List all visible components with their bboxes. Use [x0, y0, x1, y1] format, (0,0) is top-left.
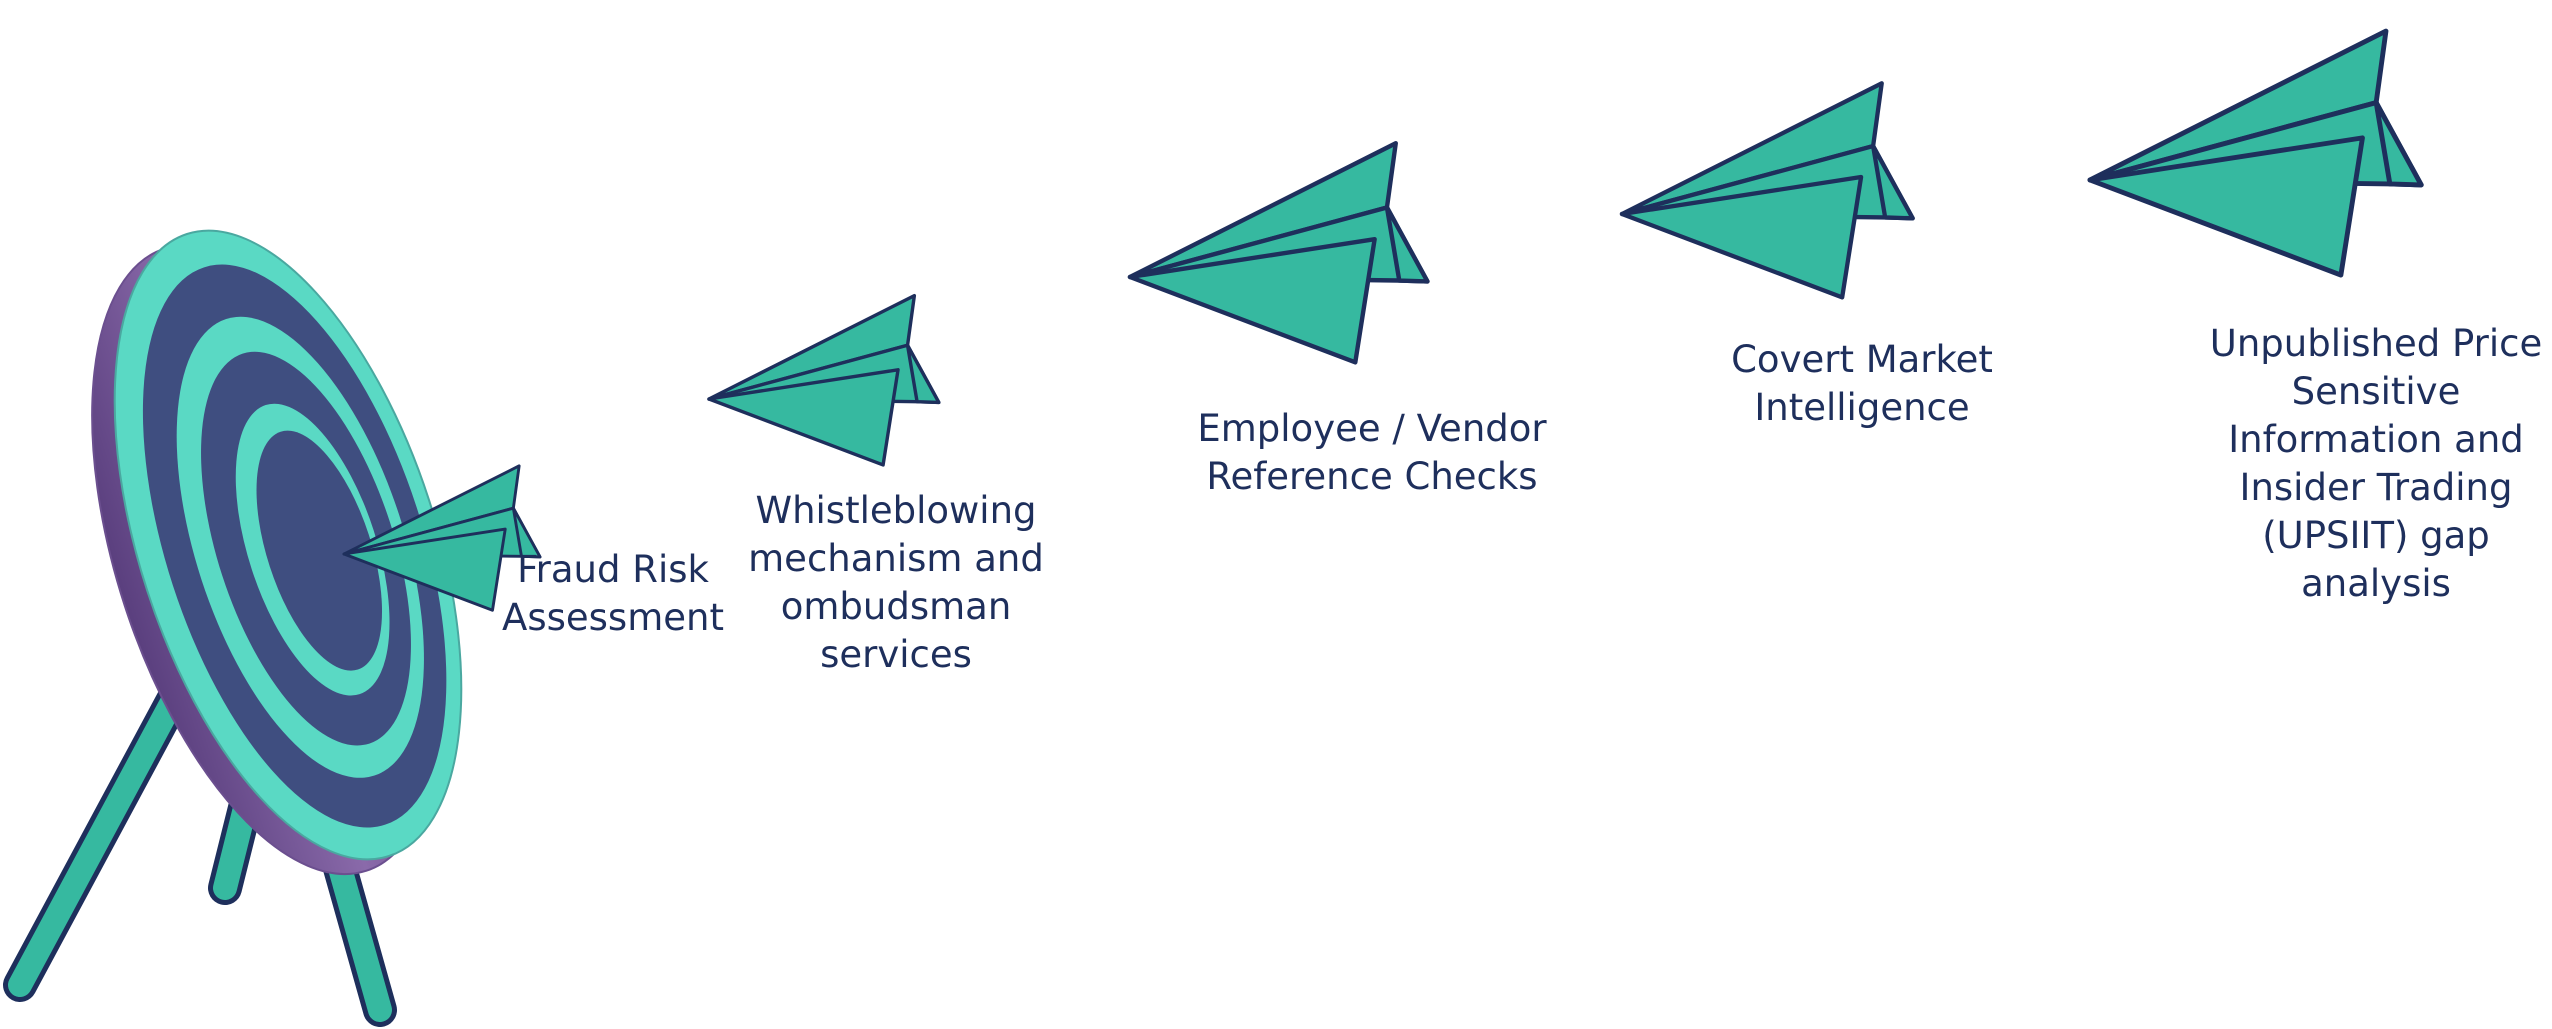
- paper-plane-icon: [707, 293, 941, 467]
- step-label-fraud-risk-assessment: Fraud Risk Assessment: [502, 548, 724, 639]
- paper-plane-icon: [2087, 28, 2424, 278]
- target-ring-6: [256, 430, 383, 671]
- step-label-upsiit-gap-analysis: Unpublished Price Sensitive Information …: [2209, 322, 2543, 605]
- paper-plane-icon: [342, 464, 542, 612]
- paper-plane-icon: [1619, 81, 1915, 300]
- step-label-reference-checks: Employee / Vendor Reference Checks: [1197, 407, 1547, 498]
- step-label-whistleblowing: Whistleblowing mechanism and ombudsman s…: [748, 489, 1044, 676]
- archery-target-icon: [91, 229, 463, 876]
- paper-plane-icon: [1127, 141, 1430, 365]
- step-label-covert-market-intelligence: Covert Market Intelligence: [1731, 338, 1993, 429]
